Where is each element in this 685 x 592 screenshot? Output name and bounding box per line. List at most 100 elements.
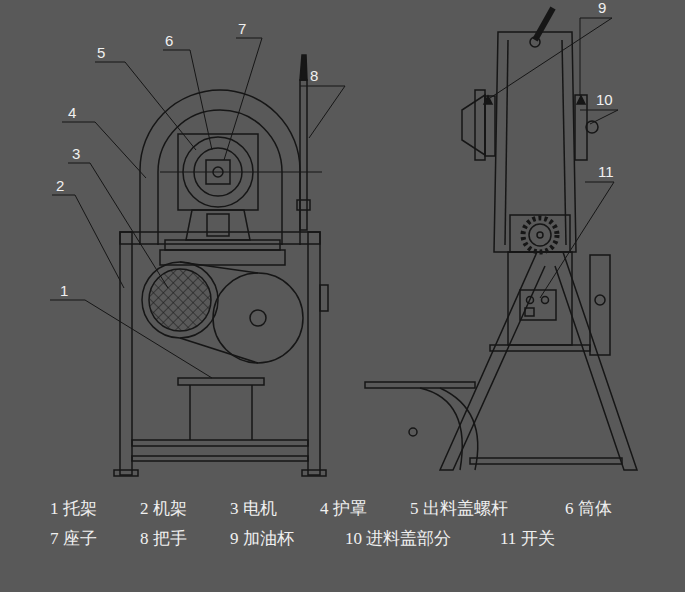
caption-item: 4 护罩: [320, 500, 367, 519]
seat-part: [165, 240, 280, 250]
caption-item: 8 把手: [140, 530, 187, 549]
cylinder: [160, 134, 322, 210]
stand-part: [555, 252, 637, 470]
callout-number: 5: [97, 45, 105, 62]
motor-part: [180, 338, 258, 363]
body-side: [462, 32, 598, 252]
handle-part: [300, 80, 307, 230]
guard-part: [158, 110, 282, 245]
leader-lines-part: [95, 62, 196, 150]
leader-lines: [50, 18, 618, 378]
tray-part: [189, 385, 191, 440]
leader-lines-part: [163, 50, 212, 150]
frame-part: [320, 285, 328, 311]
callout-number: 10: [596, 92, 613, 109]
cylinder-part: [160, 172, 322, 173]
side-tray-part: [365, 382, 475, 388]
seat-part: [186, 210, 250, 240]
stand-part: [508, 252, 572, 345]
frame-part: [302, 470, 326, 476]
caption-item: 9 加油杯: [230, 530, 294, 549]
motor-part: [250, 310, 266, 326]
handle-part: [297, 200, 310, 210]
machine-drawing-part: [50, 8, 637, 476]
body-side-part: [475, 90, 485, 160]
frame-part: [308, 232, 320, 475]
stand-part: [542, 297, 549, 304]
stand-part: [490, 345, 590, 351]
tray-part: [178, 378, 264, 385]
body-side-part: [510, 215, 570, 252]
body-side-part: [485, 96, 495, 156]
stand-part: [527, 297, 534, 304]
stand-part: [525, 308, 534, 316]
leader-lines-part: [580, 18, 581, 96]
leader-lines-part: [580, 110, 618, 124]
seat-part: [207, 214, 229, 236]
side-tray-part: [440, 388, 478, 470]
callout-number: 2: [56, 178, 64, 195]
leader-lines-part: [68, 163, 168, 288]
body-side-part: [529, 224, 551, 246]
leader-lines-part: [300, 86, 345, 138]
side-handle: [530, 8, 553, 47]
frame-part: [114, 470, 138, 476]
frame-part: [120, 232, 132, 475]
body-side-part: [577, 96, 585, 104]
stand-part: [595, 295, 605, 305]
body-side-part: [505, 40, 508, 245]
motor-part: [180, 262, 258, 273]
handle-part: [300, 55, 307, 80]
tray: [178, 378, 264, 440]
callout-number: 3: [72, 146, 80, 163]
stand-part: [520, 290, 556, 320]
side-tray-part: [409, 428, 417, 436]
side-tray: [365, 382, 478, 470]
leader-lines-part: [52, 195, 124, 288]
frame-part: [132, 440, 308, 446]
caption-item: 3 电机: [230, 500, 277, 519]
guard-part: [140, 90, 300, 245]
callout-number: 7: [238, 21, 246, 38]
callout-number: 8: [310, 68, 318, 85]
stand-part: [590, 255, 610, 355]
caption-item: 2 机架: [140, 500, 187, 519]
frame-part: [132, 456, 308, 461]
guard: [140, 90, 300, 245]
leader-lines-part: [224, 38, 262, 160]
stand: [440, 252, 637, 470]
caption-item: 11 开关: [500, 530, 555, 549]
side-tray-part: [420, 388, 462, 470]
body-side-part: [523, 218, 557, 252]
caption-item: 5 出料盖螺杆: [410, 500, 508, 519]
frame-part: [120, 232, 320, 244]
caption-item: 7 座子: [50, 530, 97, 549]
stand-part: [440, 252, 545, 470]
caption-item: 6 筒体: [565, 500, 612, 519]
caption-item: 10 进料盖部分: [345, 530, 451, 549]
motor-part: [213, 273, 303, 363]
body-side-part: [537, 232, 543, 238]
handle: [297, 55, 310, 230]
callout-number: 9: [598, 0, 606, 17]
body-side-part: [575, 95, 587, 160]
caption-item: 1 托架: [50, 500, 97, 519]
leader-lines-part: [490, 18, 612, 98]
callout-number: 6: [165, 33, 173, 50]
stand-part: [470, 458, 622, 464]
body-side-part: [462, 95, 485, 155]
side-handle-part: [530, 37, 540, 47]
seat: [160, 210, 285, 265]
leader-lines-part: [50, 300, 212, 378]
motor: [142, 262, 303, 363]
tray-part: [251, 385, 253, 440]
callout-number: 1: [60, 283, 68, 300]
leader-lines-part: [540, 182, 614, 298]
callout-number: 11: [598, 164, 614, 181]
motor-part: [142, 262, 218, 338]
motor-part: [149, 269, 211, 331]
side-handle-part: [535, 8, 553, 40]
leader-lines-part: [62, 122, 146, 178]
body-side-part: [494, 32, 576, 252]
callout-number: 4: [68, 105, 76, 122]
